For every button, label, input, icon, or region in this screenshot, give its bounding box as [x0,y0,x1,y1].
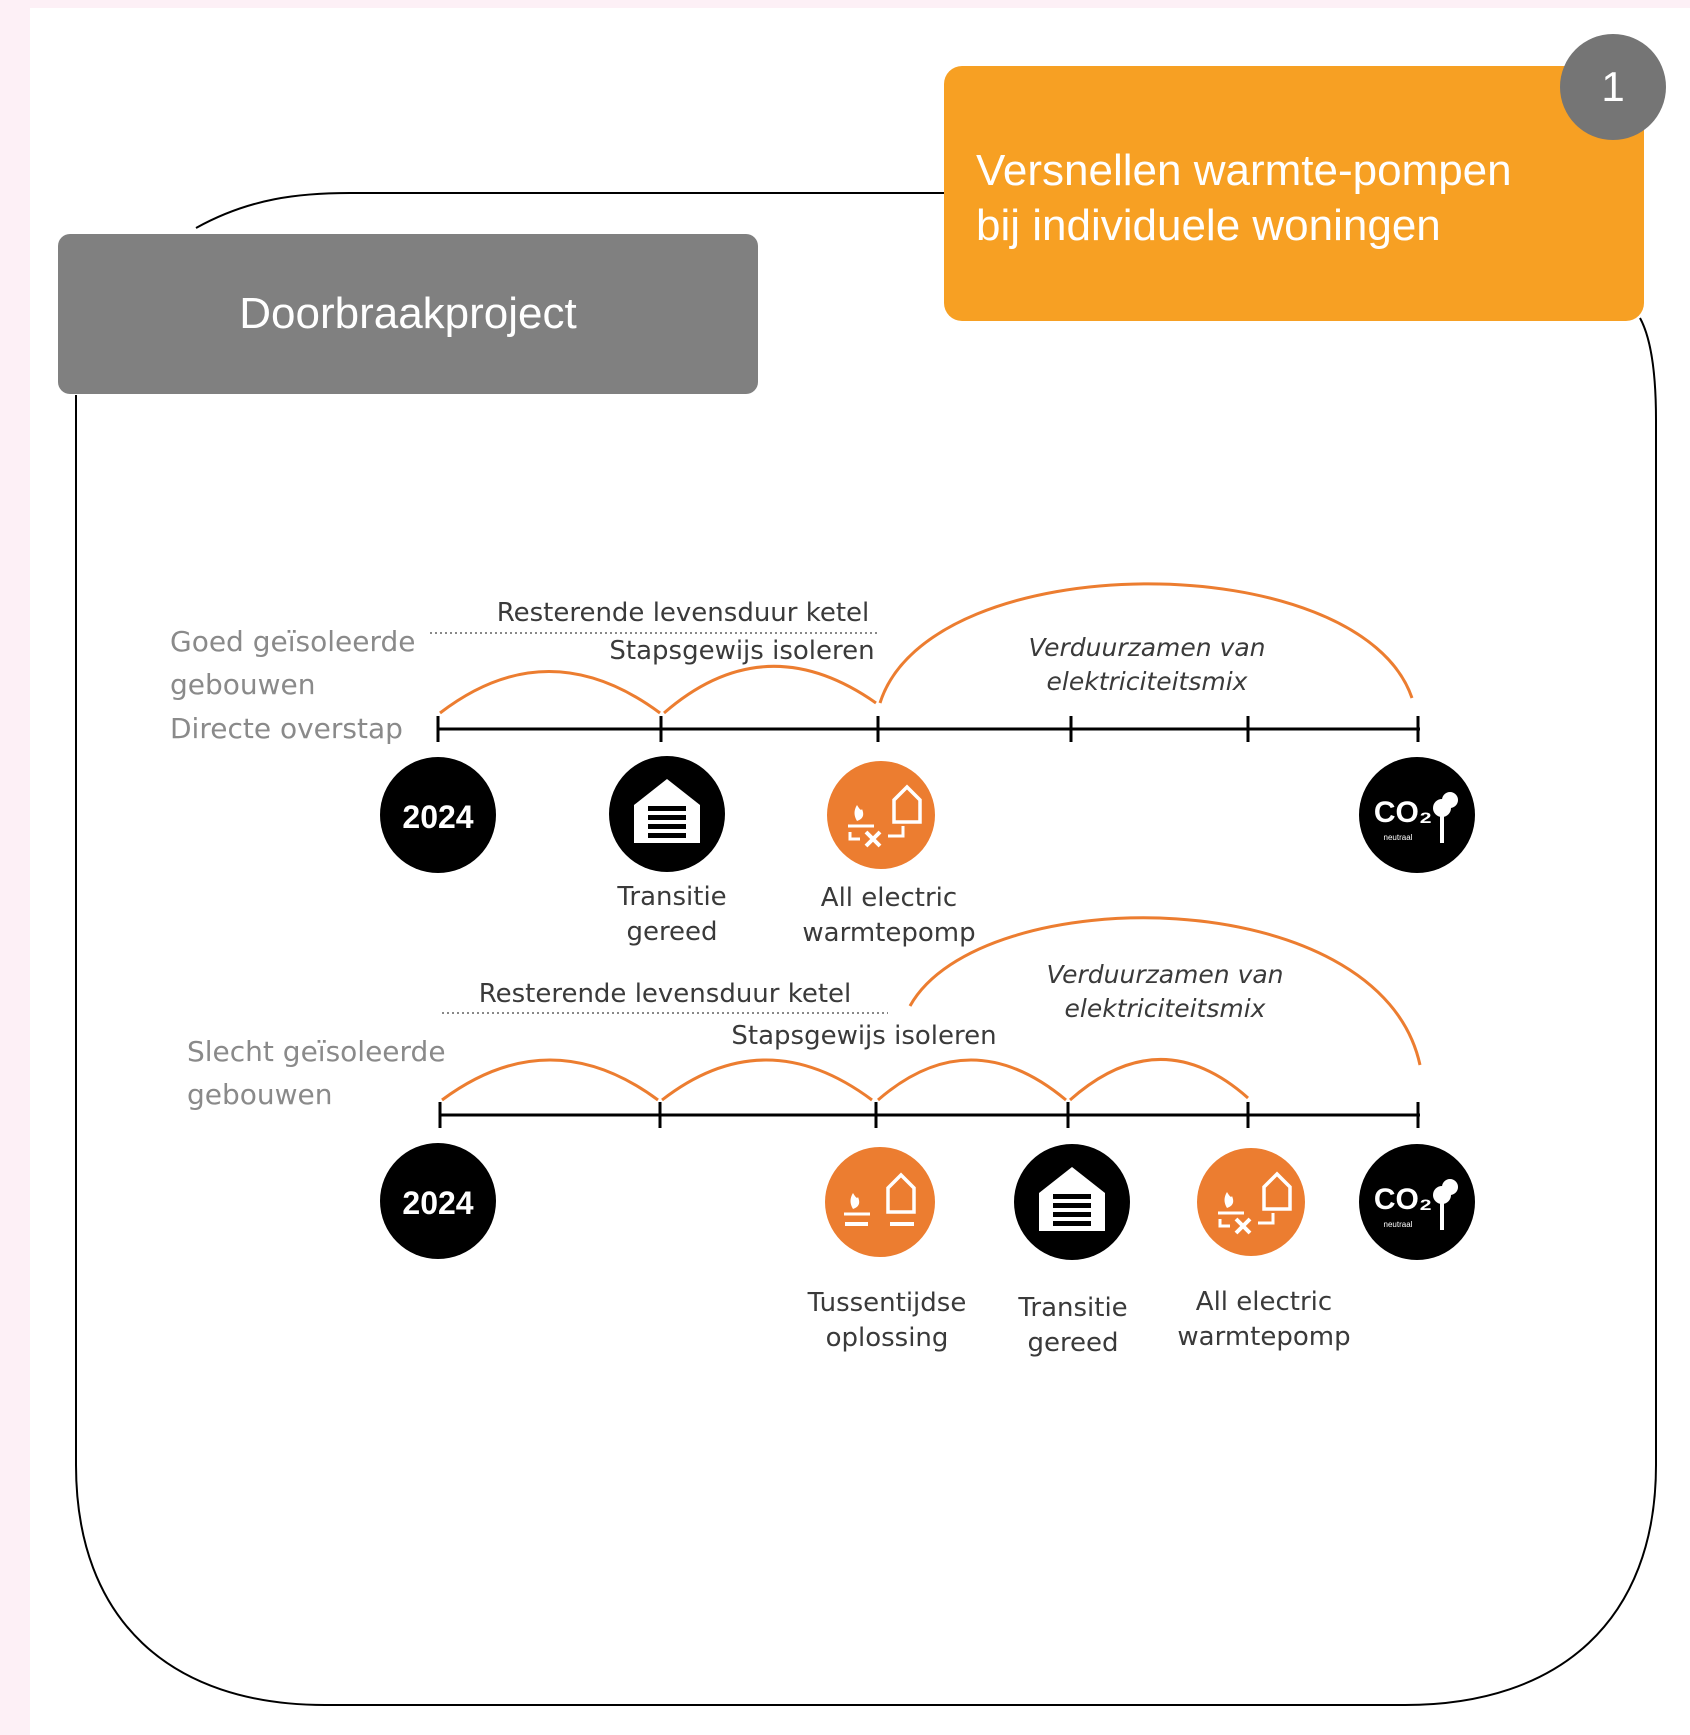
house-insulation-icon-bottom [1014,1144,1130,1260]
year-2024-icon: 2024 [380,757,496,873]
year-2024-label-bottom: 2024 [402,1185,473,1221]
span-electricity-top-1: Verduurzamen van [1028,633,1265,662]
arc-top-1 [439,670,661,715]
axis-top [436,716,1420,742]
title-line-1: Versnellen warmte-pompen [976,146,1512,195]
milestone-interim-bottom-2: oplossing [826,1323,949,1353]
step-number-badge: 1 [1560,34,1666,140]
arc-bottom-2 [661,1058,873,1102]
arc-top-2 [663,665,877,715]
diagram-canvas: 2024 CO₂ neutraal [30,8,1690,1735]
project-label-box: Doorbraakproject [58,234,758,394]
group-label-top-1: Goed geïsoleerde [170,625,415,658]
co2-label-bottom: CO₂ [1374,1183,1432,1216]
milestone-heatpump-bottom-1: All electric [1196,1287,1332,1317]
heat-pump-icon-bottom [1197,1148,1305,1256]
milestone-heatpump-top-2: warmtepomp [802,918,975,948]
project-label: Doorbraakproject [239,289,577,338]
milestone-transition-bottom-1: Transitie [1017,1293,1127,1323]
milestone-heatpump-bottom-2: warmtepomp [1177,1322,1350,1352]
year-2024-label: 2024 [402,799,473,835]
milestone-transition-top-2: gereed [626,917,717,947]
house-insulation-icon [609,756,725,872]
span-remaining-bottom: Resterende levensduur ketel [479,979,852,1009]
co2-label-top: CO₂ [1374,796,1432,829]
span-electricity-bottom-2: elektriciteitsmix [1065,994,1266,1023]
span-electricity-bottom-1: Verduurzamen van [1046,960,1283,989]
co2-sub-label-top: neutraal [1384,833,1413,842]
co2-neutral-icon: CO₂ neutraal [1359,757,1475,873]
group-label-bottom-1: Slecht geïsoleerde [187,1035,446,1068]
year-2024-icon-bottom: 2024 [380,1143,496,1259]
arc-bottom-3 [877,1058,1067,1102]
span-insulate-top: Stapsgewijs isoleren [609,636,874,666]
axis-bottom [438,1102,1420,1128]
span-insulate-bottom: Stapsgewijs isoleren [731,1021,996,1051]
milestone-heatpump-top-1: All electric [821,883,957,913]
span-remaining-top: Resterende levensduur ketel [497,598,870,628]
milestone-interim-bottom-1: Tussentijdse [807,1288,967,1318]
group-label-top-2: gebouwen [170,668,316,701]
heat-pump-icon [827,761,935,869]
span-electricity-top-2: elektriciteitsmix [1047,667,1248,696]
sub-label-top: Directe overstap [170,712,403,745]
title-line-2: bij individuele woningen [976,201,1441,250]
co2-sub-label-bottom: neutraal [1384,1220,1413,1229]
roadmap-diagram: 2024 CO₂ neutraal [75,192,1657,1706]
group-label-bottom-2: gebouwen [187,1078,333,1111]
milestone-transition-bottom-2: gereed [1027,1328,1118,1358]
arc-top-electricity [878,582,1414,704]
milestone-transition-top-1: Transitie [616,882,726,912]
arc-bottom-1 [441,1058,659,1102]
hybrid-heat-pump-icon [825,1147,935,1257]
title-box: Versnellen warmte-pompen bij individuele… [944,66,1644,321]
co2-neutral-icon-bottom: CO₂ neutraal [1359,1144,1475,1260]
step-number: 1 [1601,63,1625,110]
frame-outline [75,192,1657,1706]
arc-bottom-electricity [908,916,1422,1066]
arc-bottom-4 [1069,1058,1249,1102]
